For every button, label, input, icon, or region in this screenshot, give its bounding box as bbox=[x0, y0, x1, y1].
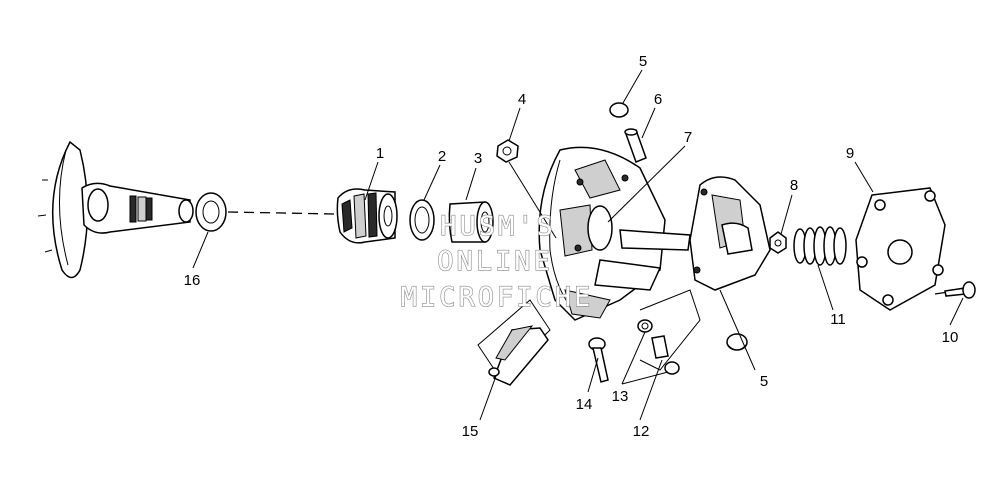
callout-5-top: 5 bbox=[639, 53, 647, 70]
bushing-assembly-1 bbox=[336, 188, 398, 244]
callout-14: 14 bbox=[576, 396, 593, 413]
nut-4 bbox=[496, 139, 519, 163]
watermark: HUSM'S ONLINE MICROFICHE bbox=[400, 210, 594, 313]
callout-12: 12 bbox=[633, 423, 650, 440]
leader-lines bbox=[192, 69, 964, 421]
callout-2: 2 bbox=[438, 148, 446, 165]
washer-16 bbox=[195, 192, 227, 232]
cover-plate-9 bbox=[855, 187, 946, 311]
callout-11: 11 bbox=[830, 311, 846, 328]
nut-8 bbox=[769, 231, 787, 254]
callout-3: 3 bbox=[474, 150, 482, 167]
callout-4: 4 bbox=[518, 91, 526, 108]
bolt-14 bbox=[588, 337, 609, 383]
cap-5-top bbox=[609, 102, 629, 118]
watermark-line-3: MICROFICHE bbox=[401, 282, 594, 313]
spider-body-7 bbox=[538, 146, 691, 321]
cap-5-bottom bbox=[726, 333, 748, 351]
callout-10: 10 bbox=[942, 329, 959, 346]
callout-9: 9 bbox=[846, 145, 854, 162]
watermark-line-2: ONLINE bbox=[437, 246, 553, 277]
bushings-12-13 bbox=[637, 319, 680, 375]
pin-6 bbox=[624, 128, 647, 163]
o-ring-2 bbox=[409, 199, 435, 241]
sheave-with-shaft bbox=[37, 140, 194, 279]
callout-15: 15 bbox=[462, 423, 479, 440]
assembly-outline bbox=[639, 289, 701, 371]
callout-16: 16 bbox=[184, 272, 201, 289]
spring-11 bbox=[793, 226, 847, 266]
cover-arm bbox=[689, 176, 771, 291]
axis-line bbox=[227, 211, 336, 215]
callout-13: 13 bbox=[612, 388, 629, 405]
spacer-sleeve-3 bbox=[448, 201, 494, 243]
callout-7: 7 bbox=[684, 129, 692, 146]
shoe-15 bbox=[477, 299, 551, 386]
callout-labels: 1 2 3 4 5 6 7 8 9 10 11 5 12 13 14 15 16 bbox=[184, 53, 959, 440]
callout-6: 6 bbox=[654, 91, 662, 108]
callout-5-bottom: 5 bbox=[760, 373, 768, 390]
callout-8: 8 bbox=[790, 177, 798, 194]
screw-10 bbox=[934, 281, 976, 299]
callout-1: 1 bbox=[376, 145, 384, 162]
watermark-line-1: HUSM'S bbox=[440, 211, 556, 242]
